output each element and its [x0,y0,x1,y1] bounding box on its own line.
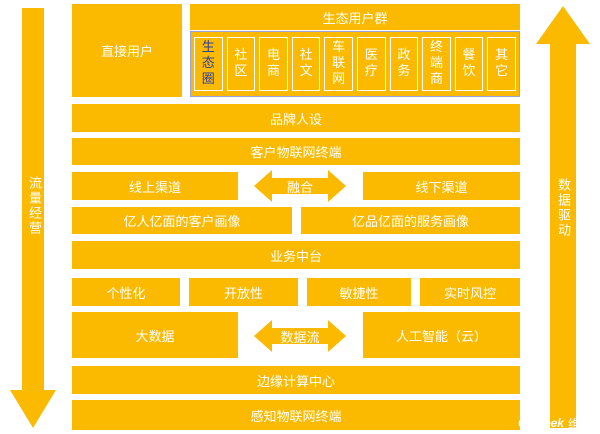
eco-item: 终端商 [422,37,451,91]
eco-group-items: 生态圈 社区 电商 社文 车联网 医疗 政务 终端商 餐饮 其它 [190,31,520,97]
customer-profile-block: 亿人亿面的客户画像 [72,207,292,234]
direct-users-block: 直接用户 [72,4,182,97]
feature-openness: 开放性 [189,278,298,306]
eco-group-title: 生态用户群 [190,4,520,30]
left-arrow-label: 流量经营 [26,176,41,236]
sensing-iot-block: 感知物联网终端 [72,400,520,430]
client-iot-block: 客户物联网终端 [72,138,520,165]
data-flow-label: 数据流 [280,330,320,346]
online-channel-block: 线上渠道 [72,172,238,200]
feature-personalization: 个性化 [72,278,180,306]
eco-item: 其它 [487,37,516,91]
eco-item: 社文 [291,37,321,91]
right-double-arrow [534,4,592,430]
watermark-brand: OFweek [517,416,564,430]
service-profile-block: 亿品亿面的服务画像 [301,207,520,234]
fusion-label: 融合 [286,180,313,196]
feature-agility: 敏捷性 [307,278,411,306]
big-data-block: 大数据 [72,312,238,358]
eco-item: 政务 [389,37,419,91]
feature-risk-control: 实时风控 [420,278,520,306]
watermark-text: 维科 [567,416,592,431]
eco-item: 生态圈 [194,37,223,91]
offline-channel-block: 线下渠道 [363,172,520,200]
right-arrow-label: 数据驱动 [555,178,570,238]
left-double-arrow [8,4,58,430]
business-center-block: 业务中台 [72,241,520,269]
fusion-double-arrow [252,168,348,204]
eco-item: 车联网 [324,37,353,91]
brand-persona-block: 品牌人设 [72,104,520,132]
watermark: OFweek 维科 [442,412,600,434]
ai-cloud-block: 人工智能（云） [363,312,520,358]
eco-item: 餐饮 [454,37,484,91]
eco-item: 医疗 [356,37,386,91]
edge-computing-block: 边缘计算中心 [72,366,520,394]
eco-item: 电商 [259,37,288,91]
data-flow-double-arrow [252,318,348,354]
eco-item: 社区 [226,37,256,91]
